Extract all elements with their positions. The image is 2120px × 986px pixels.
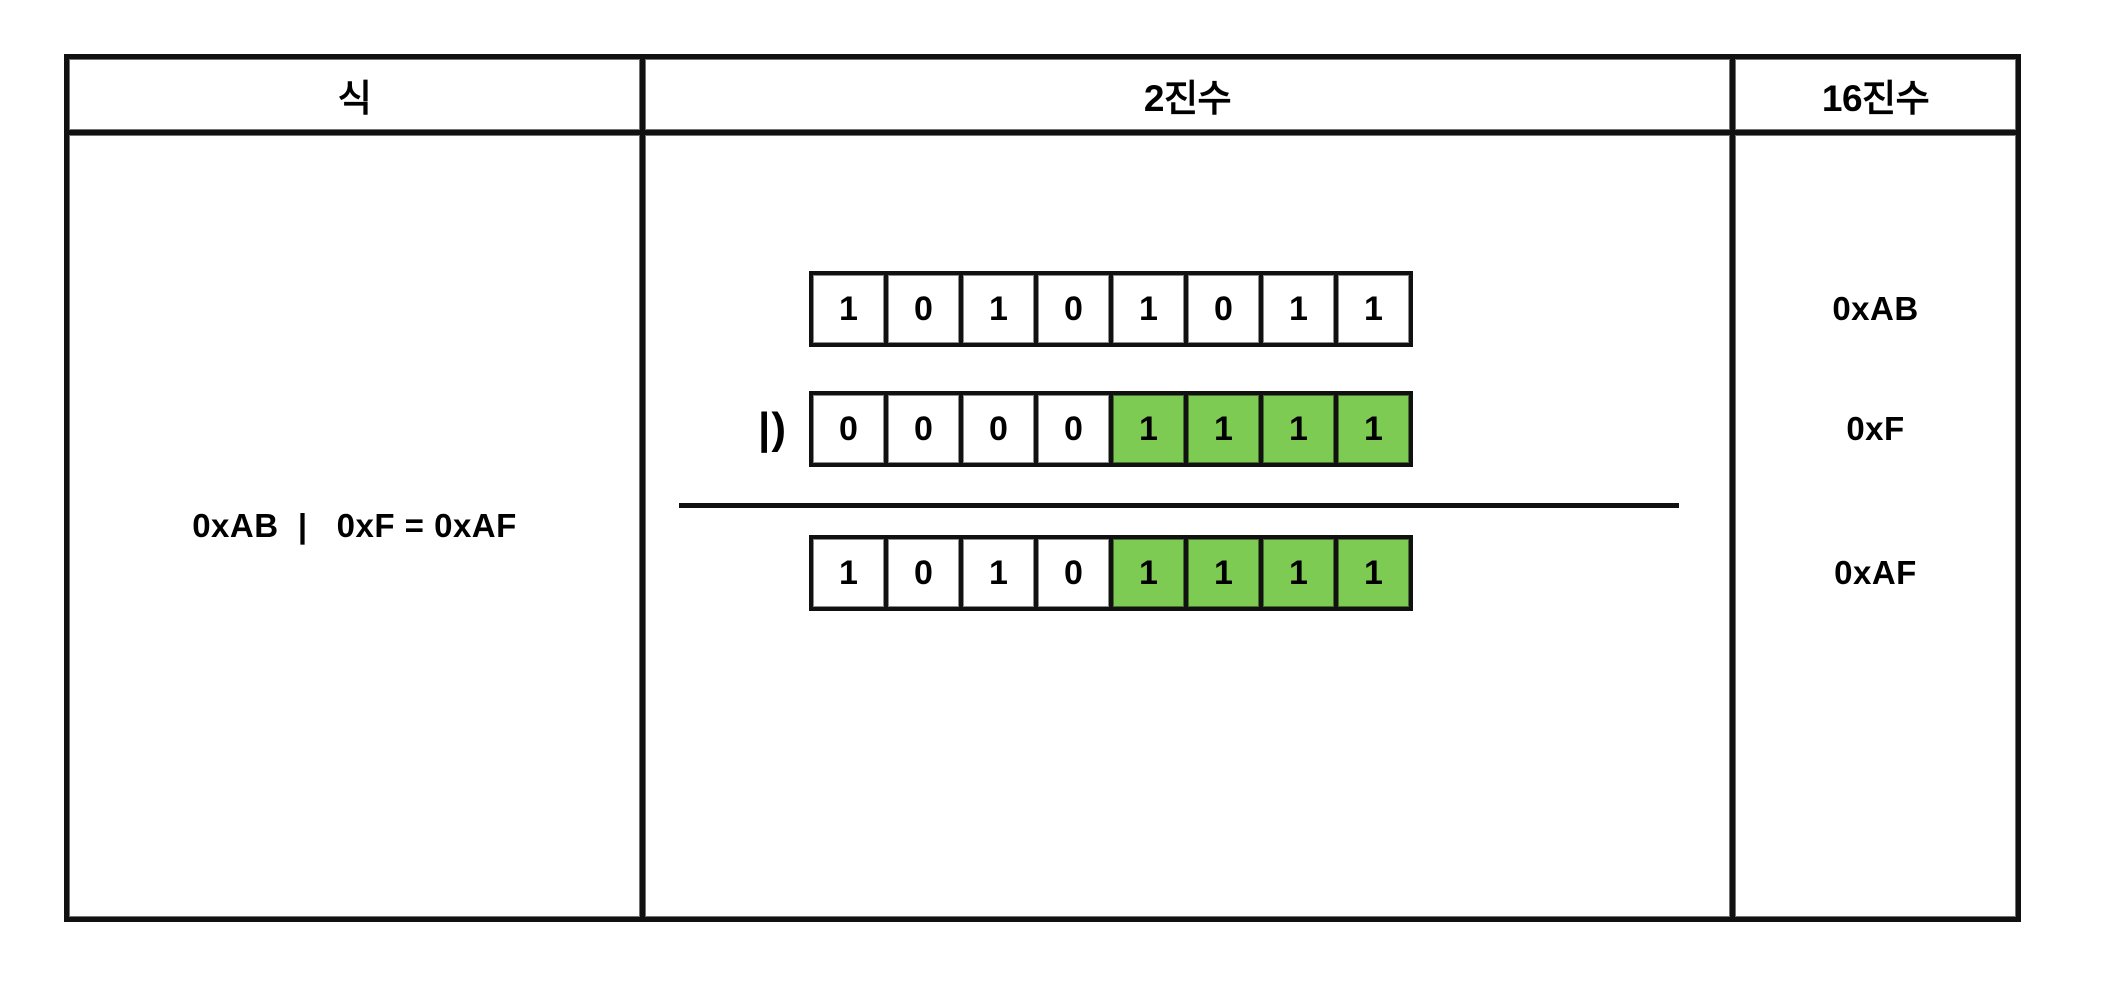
bit-row-result: 1 0 1 0 1 1 1 1 (645, 535, 1730, 611)
bit-cell-highlighted: 1 (1109, 391, 1188, 467)
bit-cell: 0 (884, 391, 963, 467)
bit-cell-highlighted: 1 (1109, 535, 1188, 611)
bit-group-operand-2: 0 0 0 0 1 1 1 1 (809, 391, 1413, 467)
header-expression: 식 (64, 54, 645, 135)
bit-cell: 0 (1184, 271, 1263, 347)
expression-cell: 0xAB | 0xF = 0xAF (64, 130, 645, 922)
hex-value-operand-1: 0xAB (1832, 290, 1919, 327)
or-operator-symbol: |) (758, 404, 787, 453)
table-container: 식 2진수 16진수 0xAB | 0xF = 0xAF 1 (64, 54, 2021, 922)
sum-separator-rule (679, 503, 1679, 508)
binary-cell: 1 0 1 0 1 0 1 1 (640, 130, 1735, 922)
header-binary: 2진수 (640, 54, 1735, 135)
header-hex: 16진수 (1730, 54, 2021, 135)
bit-cell: 1 (1259, 271, 1338, 347)
bit-row-operand-2: |) 0 0 0 0 1 1 1 1 (645, 391, 1730, 467)
bit-cell-highlighted: 1 (1259, 391, 1338, 467)
bit-cell: 0 (1034, 391, 1113, 467)
hex-value-operand-2: 0xF (1846, 410, 1905, 447)
bit-cell-highlighted: 1 (1259, 535, 1338, 611)
bit-row-operand-1: 1 0 1 0 1 0 1 1 (645, 271, 1730, 347)
bit-cell: 1 (809, 271, 888, 347)
bit-cell: 0 (809, 391, 888, 467)
bit-cell: 0 (1034, 271, 1113, 347)
bit-cell: 1 (959, 271, 1038, 347)
bit-cell: 1 (1334, 271, 1413, 347)
bit-cell-highlighted: 1 (1334, 535, 1413, 611)
bit-cell-highlighted: 1 (1184, 535, 1263, 611)
bit-cell: 0 (884, 271, 963, 347)
table-body-row: 0xAB | 0xF = 0xAF 1 0 1 0 1 (64, 130, 2021, 922)
bit-cell: 1 (809, 535, 888, 611)
bit-cell: 0 (884, 535, 963, 611)
bit-cell-highlighted: 1 (1184, 391, 1263, 467)
bit-cell-highlighted: 1 (1334, 391, 1413, 467)
bit-group-result: 1 0 1 0 1 1 1 1 (809, 535, 1413, 611)
bit-group-operand-1: 1 0 1 0 1 0 1 1 (809, 271, 1413, 347)
hex-value-result: 0xAF (1834, 554, 1917, 591)
table-header-row: 식 2진수 16진수 (64, 54, 2021, 135)
bit-cell: 1 (1109, 271, 1188, 347)
bit-cell: 0 (959, 391, 1038, 467)
bit-cell: 1 (959, 535, 1038, 611)
bit-cell: 0 (1034, 535, 1113, 611)
hex-cell: 0xAB 0xF 0xAF (1730, 130, 2021, 922)
bitwise-table: 식 2진수 16진수 0xAB | 0xF = 0xAF 1 (64, 54, 2021, 922)
